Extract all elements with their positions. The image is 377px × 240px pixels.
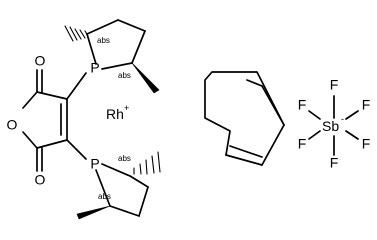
stereo-label-lower-right: abs: [118, 154, 131, 163]
carbonyl-oxygen-top-label: O: [35, 53, 46, 69]
upper-left-methyl-hash: [64, 25, 89, 42]
rhodium-label: Rh: [106, 106, 124, 122]
lower-left-methyl-wedge: [76, 205, 111, 220]
antimony-label: Sb: [322, 118, 339, 134]
carbonyl-oxygen-bottom-label: O: [35, 172, 46, 188]
stereo-label-upper-left: abs: [97, 36, 110, 45]
fluorine-lower-right-label: F: [362, 136, 371, 152]
fluorine-upper-right-label: F: [362, 97, 371, 113]
phosphorus-bottom-label: P: [90, 156, 99, 172]
hexafluoroantimonate: [308, 95, 359, 156]
lower-right-methyl-hash: [133, 151, 161, 175]
anhydride-ring: [22, 69, 68, 172]
antimony-charge: -: [341, 114, 344, 124]
rhodium-charge: +: [124, 103, 129, 113]
fluorine-top-label: F: [330, 77, 339, 93]
upper-right-methyl-wedge: [131, 62, 160, 94]
stereo-label-upper-right: abs: [118, 71, 131, 80]
lower-phospholane: [66, 139, 161, 220]
fluorine-upper-left-label: F: [298, 97, 307, 113]
phosphorus-top-label: P: [90, 60, 99, 76]
fluorine-lower-left-label: F: [298, 136, 307, 152]
stereo-label-lower-left: abs: [98, 192, 111, 201]
ring-oxygen-label: O: [7, 117, 18, 133]
fluorine-bottom-label: F: [330, 155, 339, 171]
cyclooctadiene: [204, 71, 285, 166]
upper-phospholane: [64, 19, 160, 100]
